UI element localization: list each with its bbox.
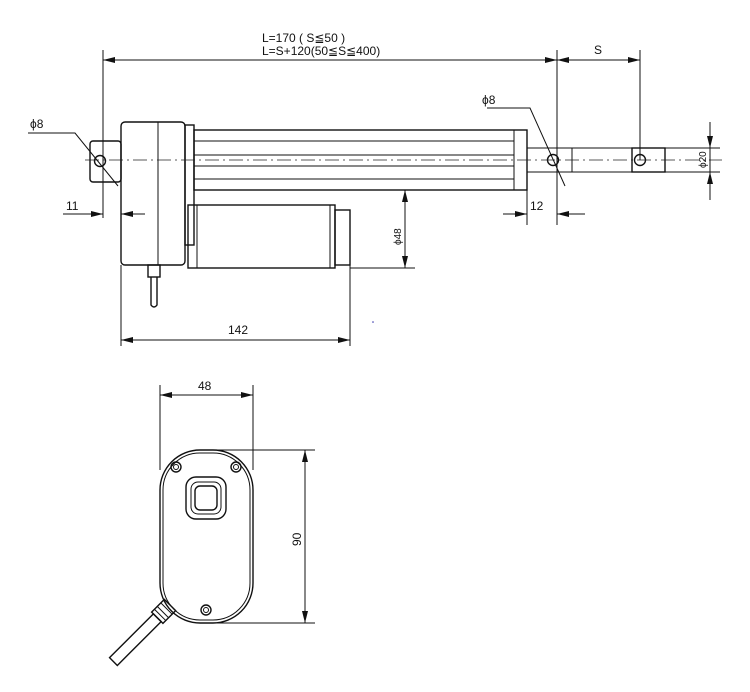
motor-diameter-dimension: ϕ48	[335, 189, 415, 269]
front-offset-label: 12	[530, 199, 544, 213]
length-dimension: L=170 ( S≦50 ) L=S+120(50≦S≦400)	[102, 31, 558, 225]
rear-hole-dimension: ϕ8	[28, 117, 119, 187]
end-housing	[159, 449, 254, 624]
stray-dot	[372, 321, 374, 323]
front-hole-dimension: ϕ8	[482, 93, 566, 187]
stroke-dimension: S	[557, 43, 641, 160]
motor-end-cap	[334, 209, 351, 266]
rod-diameter-label: ϕ20	[698, 151, 709, 168]
end-cable	[108, 598, 177, 667]
front-hole-label: ϕ8	[482, 93, 496, 107]
length-label-1: L=170 ( S≦50 )	[262, 31, 345, 45]
rear-offset-dimension: 11	[63, 199, 145, 217]
end-width-label: 48	[198, 379, 212, 393]
motor	[187, 204, 336, 269]
square-boss	[185, 476, 227, 520]
actuator-side-view	[85, 121, 722, 308]
stroke-label: S	[594, 43, 602, 57]
rear-hole	[93, 154, 107, 168]
rear-offset-label: 11	[66, 199, 79, 213]
motor-length-dimension: 142	[120, 265, 351, 346]
cable	[150, 277, 158, 308]
gearbox-housing	[120, 121, 186, 266]
housing-step	[184, 124, 195, 246]
end-width-dimension: 48	[159, 379, 254, 470]
end-height-label: 90	[290, 532, 304, 546]
rear-hole-label: ϕ8	[30, 117, 44, 131]
motor-length-label: 142	[228, 323, 248, 337]
cable-gland	[147, 264, 161, 278]
length-label-2: L=S+120(50≦S≦400)	[262, 44, 380, 58]
motor-diameter-label: ϕ48	[393, 228, 404, 245]
front-offset-dimension: 12	[503, 190, 585, 225]
rod-diameter-dimension: ϕ20	[698, 122, 713, 200]
actuator-end-view	[108, 449, 254, 667]
end-height-dimension: 90	[206, 449, 315, 624]
